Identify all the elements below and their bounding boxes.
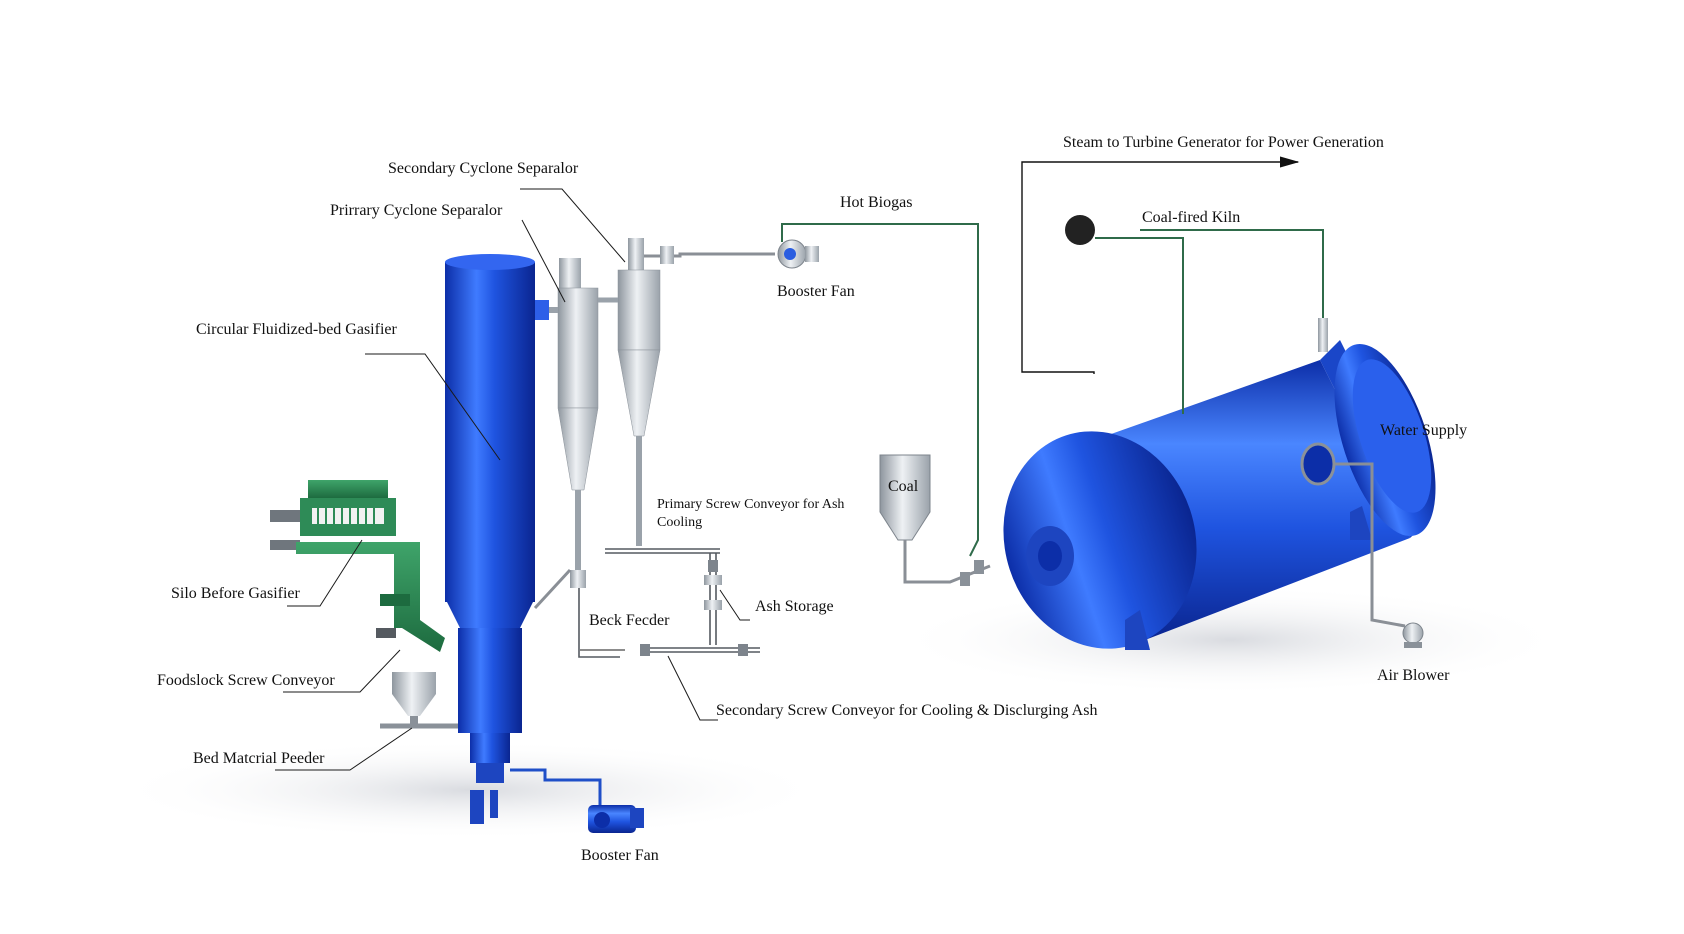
bed-material-feeder xyxy=(380,672,458,729)
label-feedstock-screw: Foodslock Screw Conveyor xyxy=(157,672,335,689)
label-coal: Coal xyxy=(888,478,919,495)
silo-before-gasifier xyxy=(270,480,396,550)
label-air-blower: Air Blower xyxy=(1377,667,1450,684)
label-beck-feeder: Beck Fecder xyxy=(589,612,670,629)
label-bed-material: Bed Matcrial Peeder xyxy=(193,750,325,767)
label-coal-fired-kiln: Coal-fired Kiln xyxy=(1142,209,1240,226)
label-water-supply: Water Supply xyxy=(1380,422,1467,439)
leader-silo xyxy=(287,539,363,607)
beck-feeder-pipe xyxy=(578,588,620,658)
coal-hopper: Coal xyxy=(879,454,931,541)
label-booster-fan-bottom: Booster Fan xyxy=(581,847,659,864)
label-gasifier: Circular Fluidized-bed Gasifier xyxy=(196,321,397,338)
air-blower xyxy=(1402,622,1424,648)
label-silo: Silo Before Gasifier xyxy=(171,585,301,602)
leader-secondary-cyclone xyxy=(520,188,626,263)
feedstock-screw-conveyor xyxy=(296,542,445,652)
label-primary-screw-1: Primary Screw Conveyor for Ash xyxy=(657,497,844,512)
leader-primary-cyclone xyxy=(521,219,566,303)
hot-biogas-line xyxy=(781,223,979,557)
kiln-line-a xyxy=(1095,237,1184,414)
water-supply-line xyxy=(1335,462,1406,628)
leader-gasifier xyxy=(365,353,501,461)
primary-cyclone xyxy=(549,258,599,588)
booster-fan-top xyxy=(777,239,819,269)
secondary-cyclone xyxy=(598,238,661,546)
booster-fan-bottom xyxy=(588,805,644,833)
leader-bed-material xyxy=(275,727,413,771)
leader-secondary-screw xyxy=(667,655,718,721)
gasifier-vessel xyxy=(445,254,549,824)
coal-fired-kiln-vessel xyxy=(1003,340,1436,650)
label-secondary-screw: Secondary Screw Conveyor for Cooling & D… xyxy=(716,702,1097,719)
kiln-indicator-dot xyxy=(1065,215,1095,245)
leader-ash-storage xyxy=(719,589,750,621)
label-primary-cyclone: Prirrary Cyclone Separalor xyxy=(330,202,503,219)
label-hot-biogas: Hot Biogas xyxy=(840,194,912,211)
steam-line xyxy=(1021,156,1300,374)
label-secondary-cyclone: Secondary Cyclone Separalor xyxy=(388,160,579,177)
leader-feedstock xyxy=(283,649,401,693)
kiln-line-b xyxy=(1140,229,1324,318)
label-ash-storage: Ash Storage xyxy=(755,598,834,615)
label-steam: Steam to Turbine Generator for Power Gen… xyxy=(1063,134,1384,151)
gasifier-fan-pipe xyxy=(510,768,602,812)
label-primary-screw-2: Cooling xyxy=(657,515,702,530)
label-booster-fan-top: Booster Fan xyxy=(777,283,855,300)
